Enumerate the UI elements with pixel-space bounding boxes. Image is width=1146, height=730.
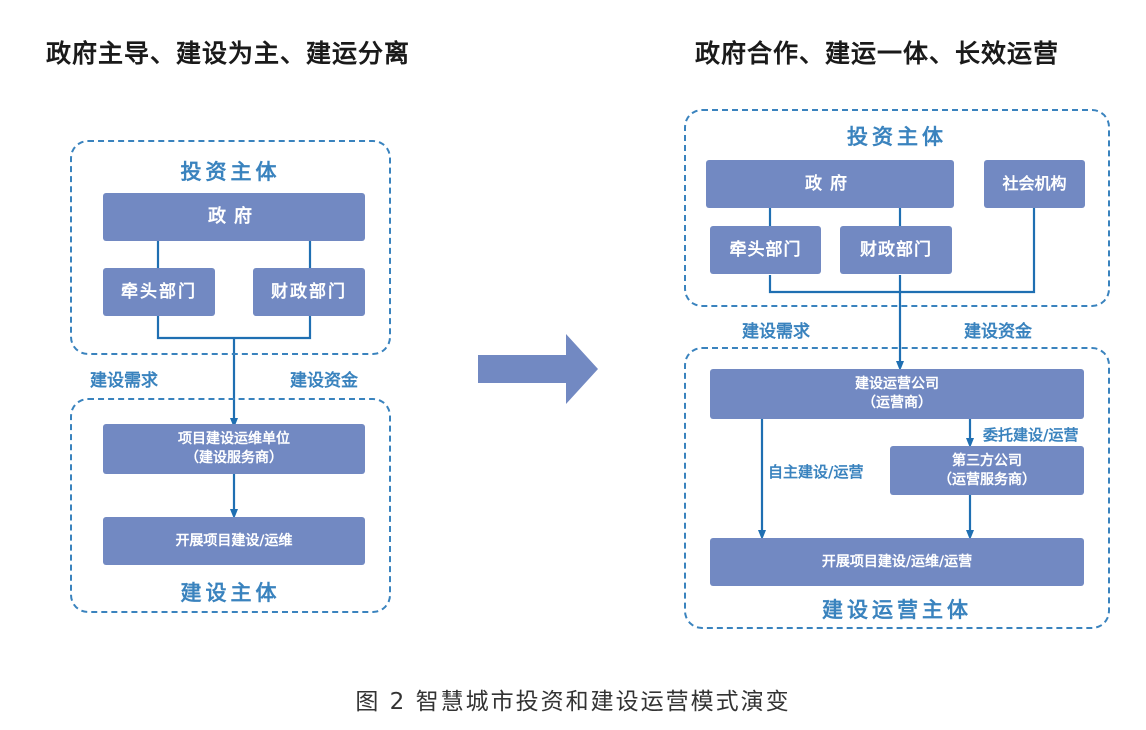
right-fund-label: 建设资金 bbox=[964, 322, 1032, 342]
right-third-party-box: 第三方公司 （运营服务商） bbox=[890, 446, 1084, 495]
right-company-sublabel: （运营商） bbox=[862, 395, 932, 411]
right-entrust-label: 委托建设/运营 bbox=[983, 426, 1079, 444]
left-build-group bbox=[70, 398, 391, 613]
right-invest-title: 投资主体 bbox=[847, 125, 947, 149]
left-build-title: 建设主体 bbox=[180, 581, 281, 605]
left-lead-dept-box: 牵头部门 bbox=[103, 268, 215, 316]
right-self-label: 自主建设/运营 bbox=[768, 463, 864, 481]
left-heading: 政府主导、建设为主、建运分离 bbox=[46, 39, 411, 68]
left-finance-dept-box: 财政部门 bbox=[253, 268, 365, 316]
right-company-box: 建设运营公司 （运营商） bbox=[710, 369, 1084, 419]
right-third-party-sublabel: （运营服务商） bbox=[938, 471, 1036, 488]
left-lead-dept-label: 牵头部门 bbox=[121, 281, 197, 302]
right-action-label: 开展项目建设/运维/运营 bbox=[821, 553, 973, 570]
right-action-box: 开展项目建设/运维/运营 bbox=[710, 538, 1084, 586]
left-gov-box: 政府 bbox=[103, 193, 365, 241]
right-gov-box: 政府 bbox=[706, 160, 954, 208]
right-build-title: 建设运营主体 bbox=[822, 598, 972, 622]
right-company-label: 建设运营公司 bbox=[855, 376, 939, 393]
right-invest-group bbox=[684, 109, 1110, 307]
left-unit-sublabel: （建设服务商） bbox=[185, 450, 283, 466]
right-third-party-label: 第三方公司 bbox=[952, 452, 1022, 469]
figure-caption: 图 2 智慧城市投资和建设运营模式演变 bbox=[355, 689, 791, 715]
left-action-box: 开展项目建设/运维 bbox=[103, 517, 365, 565]
left-invest-title: 投资主体 bbox=[180, 160, 281, 184]
right-build-group bbox=[684, 347, 1110, 629]
right-lead-dept-box: 牵头部门 bbox=[710, 226, 821, 274]
left-unit-label: 项目建设运维单位 bbox=[178, 431, 290, 448]
left-finance-dept-label: 财政部门 bbox=[271, 281, 347, 302]
left-fund-label: 建设资金 bbox=[290, 371, 358, 391]
right-lead-dept-label: 牵头部门 bbox=[729, 239, 802, 260]
right-heading: 政府合作、建运一体、长效运营 bbox=[695, 39, 1060, 68]
right-merge-line bbox=[768, 208, 1036, 294]
right-gov-label: 政府 bbox=[805, 173, 855, 194]
right-social-box: 社会机构 bbox=[984, 160, 1085, 208]
left-need-label: 建设需求 bbox=[90, 371, 158, 391]
right-social-label: 社会机构 bbox=[1002, 174, 1067, 194]
left-invest-group bbox=[70, 140, 391, 355]
left-gov-label: 政府 bbox=[208, 205, 260, 227]
right-finance-dept-box: 财政部门 bbox=[840, 226, 952, 274]
right-need-label: 建设需求 bbox=[742, 322, 810, 342]
transition-arrow-icon bbox=[478, 334, 598, 404]
right-finance-dept-label: 财政部门 bbox=[860, 239, 932, 260]
left-action-label: 开展项目建设/运维 bbox=[175, 532, 293, 549]
left-unit-box: 项目建设运维单位 （建设服务商） bbox=[103, 424, 365, 474]
